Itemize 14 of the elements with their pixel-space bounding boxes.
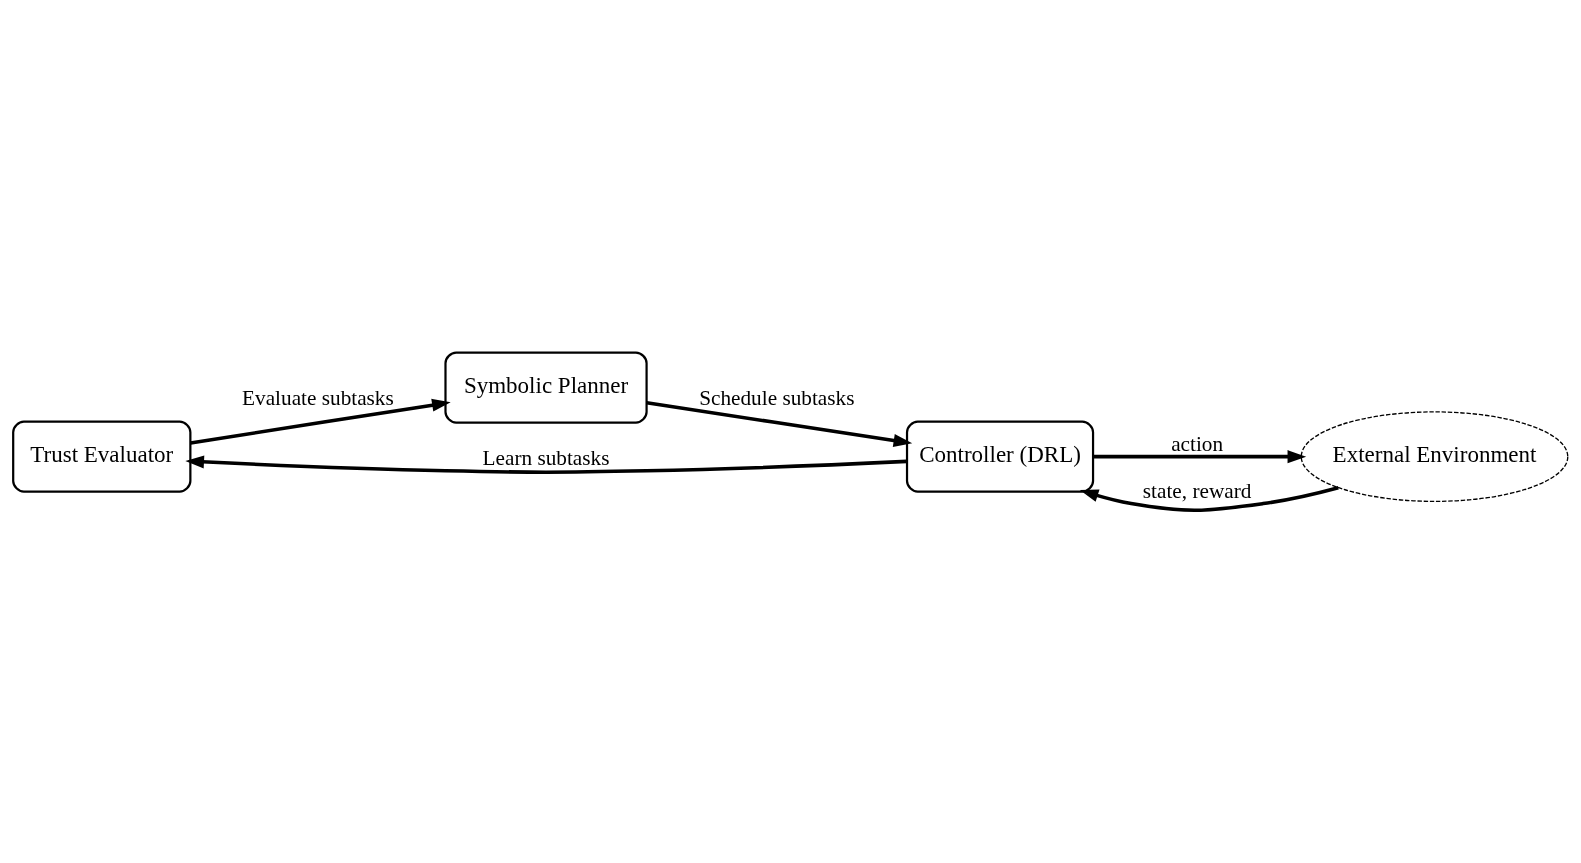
edge-label: state, reward xyxy=(1142,478,1252,503)
arrow xyxy=(1093,450,1307,464)
node-box: Trust Evaluator xyxy=(12,420,192,493)
arrow xyxy=(646,401,913,447)
edge-label: Evaluate subtasks xyxy=(242,385,394,410)
edge-label: Learn subtasks xyxy=(482,445,610,470)
node-box: Controller (DRL) xyxy=(905,420,1095,493)
edge-label: action xyxy=(1171,431,1224,456)
node-box: Symbolic Planner xyxy=(444,351,648,424)
arrow xyxy=(185,455,907,474)
arrow xyxy=(190,398,451,445)
edge-label: Schedule subtasks xyxy=(699,385,855,410)
arrow xyxy=(1079,486,1339,513)
node-ellipse: External Environment xyxy=(1300,411,1569,503)
